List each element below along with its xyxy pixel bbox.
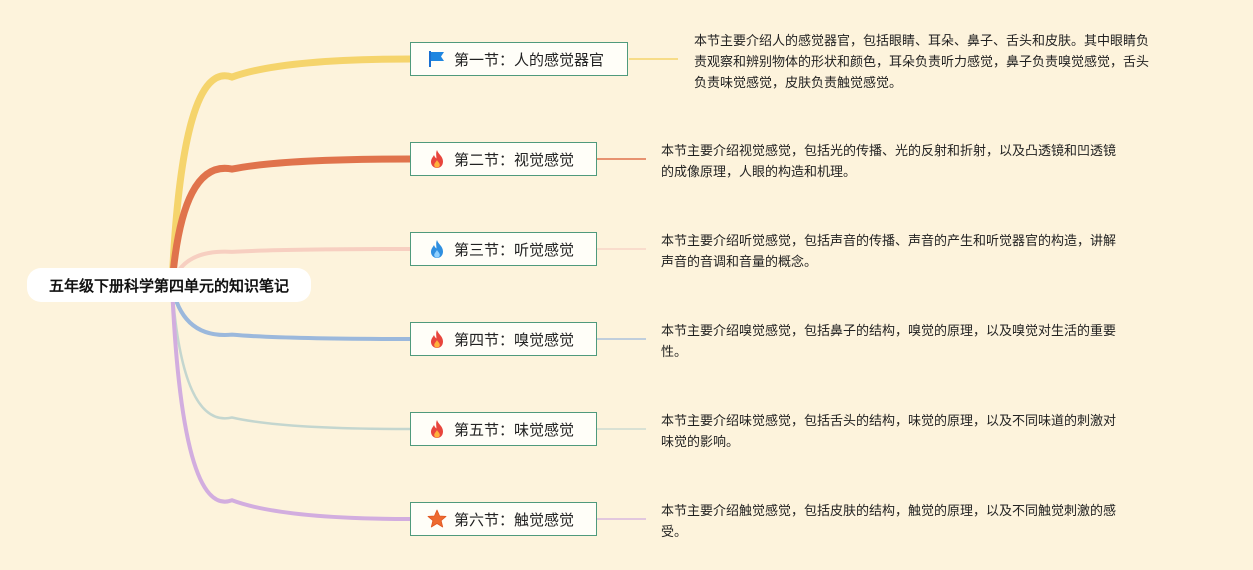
description-line: 声音的音调和音量的概念。 (661, 255, 818, 270)
blue-flame-icon (427, 239, 447, 259)
section-2-description: 本节主要介绍视觉感觉，包括光的传播、光的反射和折射，以及凸透镜和凹透镜 的成像原… (661, 141, 1116, 183)
star-icon (427, 509, 447, 529)
branch-connector (168, 155, 414, 289)
description-line: 本节主要介绍视觉感觉，包括光的传播、光的反射和折射，以及凸透镜和凹透镜 (661, 144, 1117, 159)
description-line: 性。 (661, 345, 688, 360)
description-line: 负责味觉感觉，皮肤负责触觉感觉。 (694, 76, 903, 91)
central-topic-label: 五年级下册科学第四单元的知识笔记 (48, 276, 289, 295)
section-6-description: 本节主要介绍触觉感觉，包括皮肤的结构，触觉的原理，以及不同触觉刺激的感 受。 (661, 501, 1116, 543)
description-line: 受。 (661, 525, 688, 540)
description-line: 的成像原理，人眼的构造和机理。 (661, 165, 857, 180)
section-3-description: 本节主要介绍听觉感觉，包括声音的传播、声音的产生和听觉器官的构造，讲解 声音的音… (661, 231, 1116, 273)
description-line: 本节主要介绍嗅觉感觉，包括鼻子的结构，嗅觉的原理，以及嗅觉对生活的重要 (661, 324, 1117, 339)
description-line: 本节主要介绍触觉感觉，包括皮肤的结构，触觉的原理，以及不同触觉刺激的感 (661, 504, 1117, 519)
topic-section-1-label: 第一节：人的感觉器官 (454, 50, 605, 69)
section-1-description: 本节主要介绍人的感觉器官，包括眼睛、耳朵、鼻子、舌头和皮肤。其中眼睛负 责观察和… (694, 31, 1149, 94)
topic-section-6[interactable]: 第六节：触觉感觉 (410, 502, 597, 536)
branch-connector (170, 283, 412, 521)
flag-icon (427, 49, 447, 69)
fire-icon (427, 329, 447, 349)
description-line: 本节主要介绍味觉感觉，包括舌头的结构，味觉的原理，以及不同味道的刺激对 (661, 414, 1117, 429)
description-line: 味觉的影响。 (661, 435, 740, 450)
branch-connector (170, 283, 412, 341)
topic-section-2-label: 第二节：视觉感觉 (454, 150, 575, 169)
description-line: 本节主要介绍人的感觉器官，包括眼睛、耳朵、鼻子、舌头和皮肤。其中眼睛负 (694, 34, 1150, 49)
fire-icon (427, 149, 447, 169)
topic-section-1[interactable]: 第一节：人的感觉器官 (410, 42, 628, 76)
description-line: 本节主要介绍听觉感觉，包括声音的传播、声音的产生和听觉器官的构造，讲解 (661, 234, 1117, 249)
topic-section-4-label: 第四节：嗅觉感觉 (454, 330, 575, 349)
fire-icon (427, 419, 447, 439)
description-line: 责观察和辨别物体的形状和颜色，耳朵负责听力感觉，鼻子负责嗅觉感觉，舌头 (694, 55, 1150, 70)
topic-section-6-label: 第六节：触觉感觉 (454, 510, 575, 529)
section-5-description: 本节主要介绍味觉感觉，包括舌头的结构，味觉的原理，以及不同味道的刺激对 味觉的影… (661, 411, 1116, 453)
topic-section-2[interactable]: 第二节：视觉感觉 (410, 142, 597, 176)
branch-connector (170, 247, 412, 287)
topic-section-5[interactable]: 第五节：味觉感觉 (410, 412, 597, 446)
topic-section-5-label: 第五节：味觉感觉 (454, 420, 575, 439)
topic-section-3-label: 第三节：听觉感觉 (454, 240, 575, 259)
branch-connector (170, 283, 412, 431)
topic-section-4[interactable]: 第四节：嗅觉感觉 (410, 322, 597, 356)
branch-connector (168, 55, 414, 289)
topic-section-3[interactable]: 第三节：听觉感觉 (410, 232, 597, 266)
central-topic[interactable]: 五年级下册科学第四单元的知识笔记 (27, 268, 311, 302)
section-4-description: 本节主要介绍嗅觉感觉，包括鼻子的结构，嗅觉的原理，以及嗅觉对生活的重要 性。 (661, 321, 1116, 363)
